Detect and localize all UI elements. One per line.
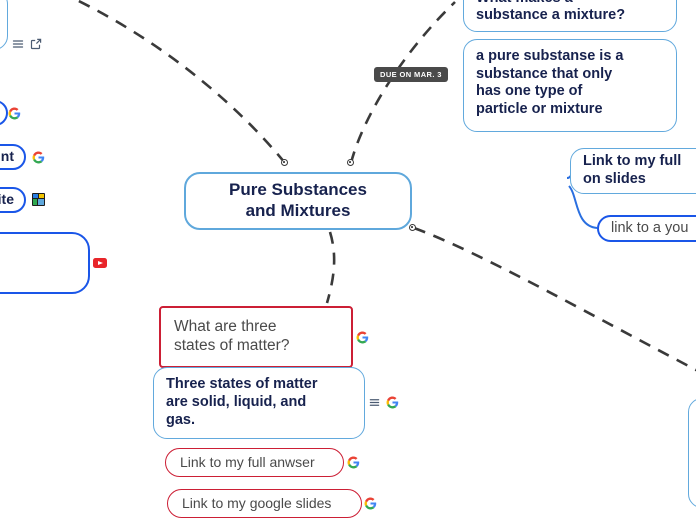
node-left-clipped-pill-0[interactable]	[0, 100, 8, 126]
node-left-clipped-pill-1-label: nt	[0, 148, 14, 165]
node-link-google-slides[interactable]: Link to my google slides	[167, 489, 362, 518]
icon-row-answer-states[interactable]	[369, 396, 399, 409]
node-left-clipped-pill-2[interactable]: ite	[0, 187, 26, 213]
icon-row-left-pill-0[interactable]	[8, 107, 21, 120]
node-answer-pure-substance-line2: substance that only	[476, 65, 613, 82]
node-answer-states[interactable]: Three states of matter are solid, liquid…	[153, 367, 365, 439]
youtube-icon[interactable]	[93, 258, 107, 268]
node-right-clipped[interactable]	[688, 398, 696, 508]
node-link-youtube-label: link to a you	[611, 219, 689, 236]
root-port-top-right[interactable]	[347, 159, 354, 166]
node-link-full-answer-label: Link to my full anwser	[180, 453, 315, 470]
google-icon[interactable]	[386, 396, 399, 409]
node-link-google-slides-label: Link to my google slides	[182, 494, 332, 511]
node-link-full-answer[interactable]: Link to my full anwser	[165, 448, 344, 477]
node-question-mixture-line2: substance a mixture?	[476, 7, 626, 24]
node-link-slides-line1: Link to my full	[583, 153, 682, 170]
node-question-mixture[interactable]: What makes a substance a mixture?	[463, 0, 677, 32]
node-left-clipped-pill-2-label: ite	[0, 191, 14, 208]
icon-row-link-google-slides[interactable]	[364, 497, 377, 510]
node-answer-pure-substance-line4: particle or mixture	[476, 101, 603, 118]
node-question-states[interactable]: What are three states of matter?	[159, 306, 353, 368]
notes-icon[interactable]	[369, 397, 380, 408]
google-icon[interactable]	[364, 497, 377, 510]
node-made-of[interactable]: made of At 40	[0, 232, 90, 294]
root-port-right[interactable]	[409, 224, 416, 231]
node-answer-pure-substance-line1: a pure substanse is a	[476, 48, 624, 64]
node-link-youtube[interactable]: link to a you	[597, 215, 696, 242]
google-icon[interactable]	[8, 107, 21, 120]
edge-root-to-mixture-question	[349, 1, 456, 164]
google-icon[interactable]	[347, 456, 360, 469]
icon-row-link-full-answer[interactable]	[347, 456, 360, 469]
image-thumbnail-icon[interactable]	[32, 193, 45, 206]
edge-root-to-left-branch	[73, 0, 287, 164]
node-answer-states-line1: Three states of matter	[166, 376, 318, 393]
root-node-line1: Pure Substances	[229, 180, 367, 200]
notes-icon[interactable]	[12, 38, 24, 50]
due-date-badge[interactable]: DUE ON MAR. 3	[374, 67, 448, 82]
node-question-mixture-line1: What makes a	[476, 0, 625, 7]
root-node-line2: and Mixtures	[245, 201, 351, 220]
root-node[interactable]: Pure Substances and Mixtures	[184, 172, 412, 230]
icon-row-made-of[interactable]	[93, 258, 107, 268]
google-icon[interactable]	[356, 331, 369, 344]
icon-row-left-top[interactable]	[12, 38, 42, 50]
root-port-top-left[interactable]	[281, 159, 288, 166]
node-link-slides[interactable]: Link to my full on slides	[570, 148, 696, 194]
edge-root-to-states-question	[325, 231, 336, 304]
edge-root-to-right-branch	[413, 226, 696, 372]
node-answer-states-line3: gas.	[166, 411, 196, 428]
external-link-icon[interactable]	[30, 38, 42, 50]
icon-row-left-pill-2[interactable]	[32, 193, 45, 206]
node-question-states-line2: states of matter?	[174, 337, 290, 354]
node-left-clipped-top[interactable]	[0, 0, 8, 50]
node-answer-pure-substance[interactable]: a pure substanse is a substance that onl…	[463, 39, 677, 132]
node-question-states-line1: What are three	[174, 318, 277, 336]
icon-row-left-pill-1[interactable]	[32, 151, 45, 164]
google-icon[interactable]	[32, 151, 45, 164]
node-left-clipped-pill-1[interactable]: nt	[0, 144, 26, 170]
icon-row-question-states[interactable]	[356, 331, 369, 344]
node-answer-pure-substance-line3: has one type of	[476, 83, 583, 100]
node-link-slides-line2: on slides	[583, 171, 646, 187]
node-answer-states-line2: are solid, liquid, and	[166, 394, 307, 411]
